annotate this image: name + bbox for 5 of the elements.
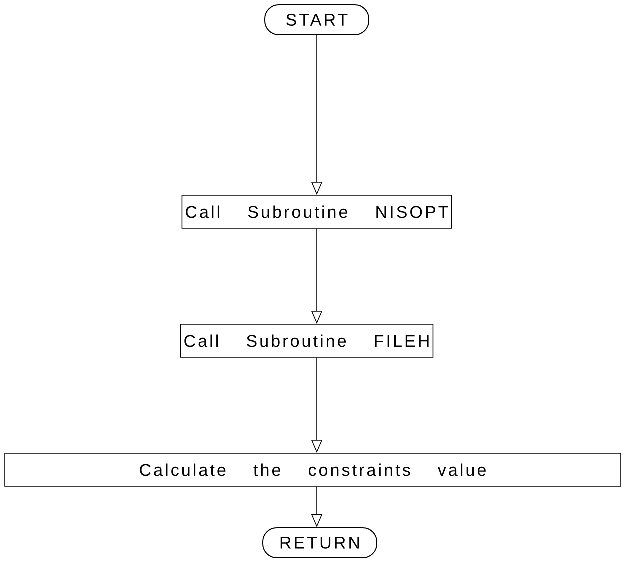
process-box: Call Subroutine NISOPT <box>182 195 452 229</box>
terminal-box: RETURN <box>262 528 378 558</box>
process-box: Call Subroutine FILEH <box>180 324 434 358</box>
terminal-box: START <box>264 4 370 36</box>
process-box: Calculate the constraints value <box>4 453 622 487</box>
